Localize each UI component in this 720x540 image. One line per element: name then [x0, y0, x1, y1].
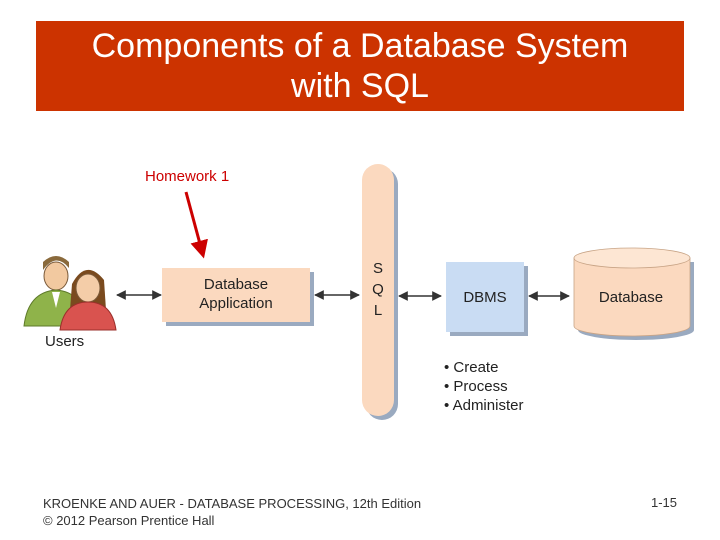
title-line-2: with SQL [291, 67, 429, 105]
dbms-label: DBMS [463, 289, 506, 306]
users-label: Users [45, 333, 84, 350]
dbms-functions-list: • Create • Process • Administer [444, 359, 523, 414]
sql-letter-q: Q [372, 281, 384, 298]
page-number: 1-15 [650, 495, 677, 510]
slide-title: Components of a Database System with SQL [36, 21, 684, 111]
sql-letter-s: S [373, 260, 383, 277]
database-cylinder: Database [573, 247, 694, 340]
dbms-box: DBMS [446, 262, 528, 336]
sql-letter-l: L [374, 302, 382, 319]
footer-line-2: © 2012 Pearson Prentice Hall [43, 513, 215, 528]
function-process: • Process [444, 378, 508, 395]
database-label: Database [599, 289, 663, 306]
function-administer: • Administer [444, 397, 523, 414]
footer-credit: KROENKE AND AUER - DATABASE PROCESSING, … [43, 495, 421, 529]
homework-annotation: Homework 1 [145, 168, 230, 185]
homework-arrow [184, 191, 208, 259]
sql-pill: S Q L [362, 164, 398, 420]
app-label-line-1: Database [204, 276, 268, 293]
footer-line-1: KROENKE AND AUER - DATABASE PROCESSING, … [43, 496, 422, 511]
users-icon [23, 256, 117, 331]
database-application-box: Database Application [162, 268, 314, 326]
title-line-1: Components of a Database System [91, 27, 629, 65]
function-create: • Create [444, 359, 498, 376]
app-label-line-2: Application [199, 295, 272, 312]
